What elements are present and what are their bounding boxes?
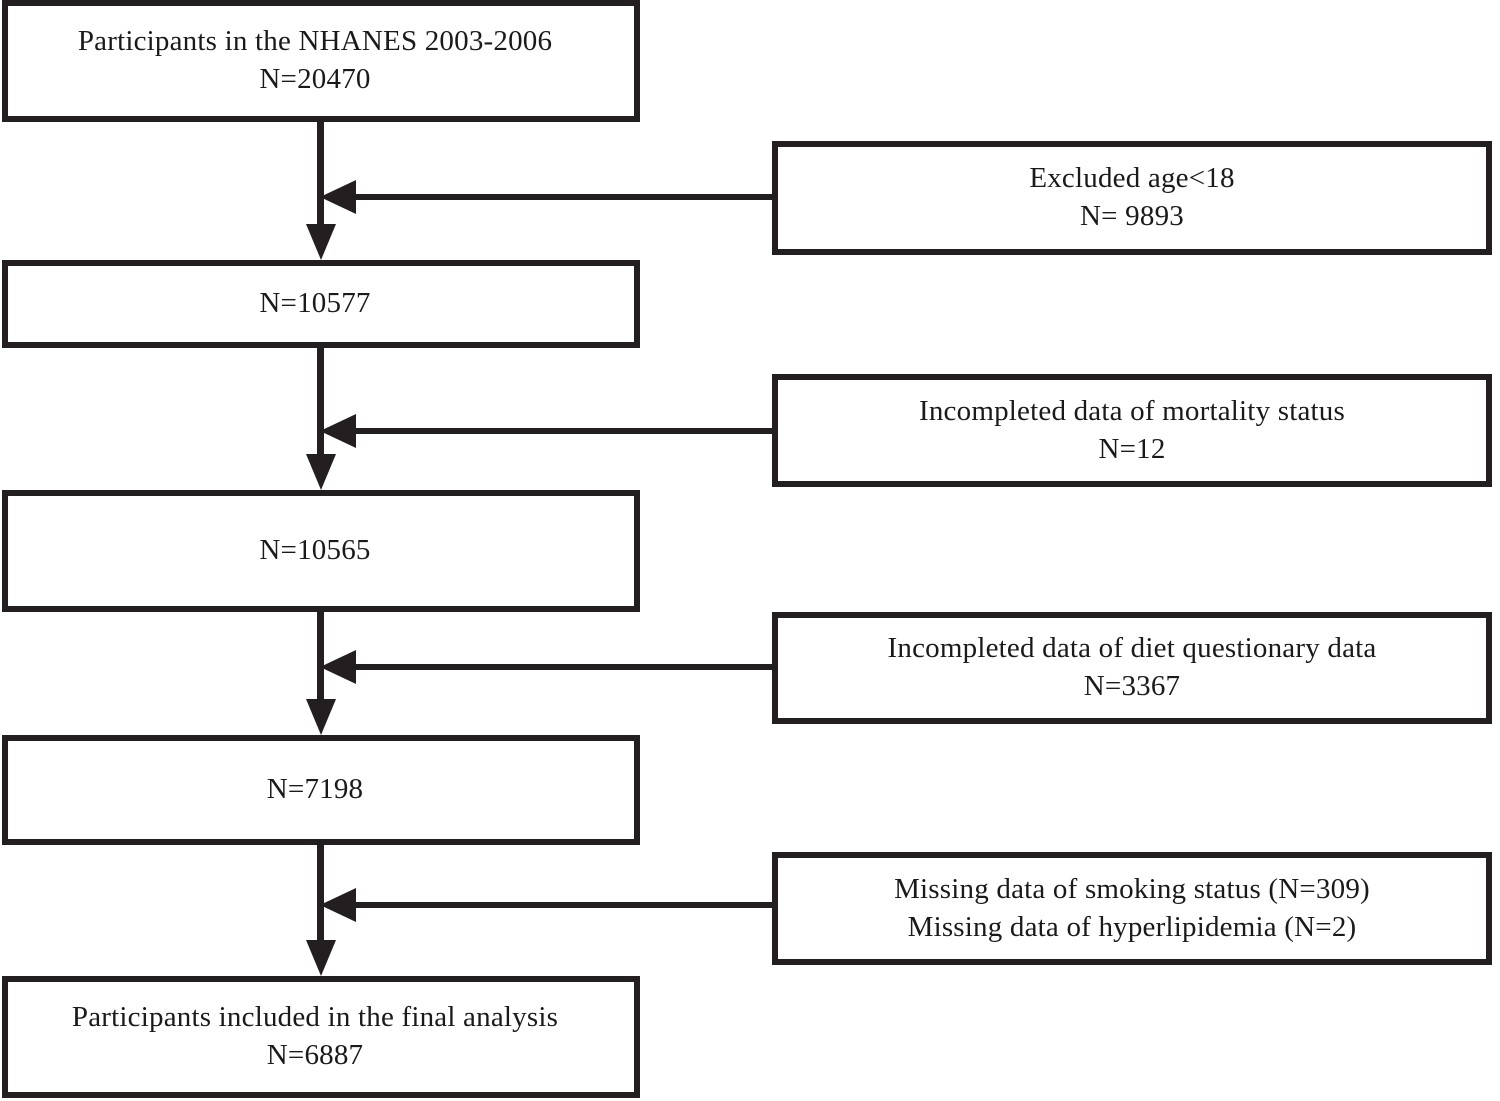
connector-vertical-stem-2 <box>317 348 324 456</box>
node-line: Missing data of smoking status (N=309) <box>894 872 1370 905</box>
arrowhead-left-icon-2 <box>320 414 356 448</box>
flow-node-excluded-diet: Incompleted data of diet questionary dat… <box>772 612 1492 724</box>
node-line: Incompleted data of mortality status <box>919 394 1345 427</box>
node-line: Excluded age<18 <box>1029 162 1235 195</box>
node-line-count: N=12 <box>1098 432 1166 465</box>
arrowhead-down-icon-3 <box>306 699 336 735</box>
node-text-stack: N=10577 <box>259 285 370 323</box>
connector-vertical-stem-1 <box>317 122 324 227</box>
node-line-count: N=3367 <box>1083 670 1181 702</box>
flow-node-after-age-exclusion: N=10577 <box>2 260 640 348</box>
node-line-count: N=20470 <box>259 63 371 95</box>
node-text-stack: Missing data of smoking status (N=309) M… <box>894 871 1370 946</box>
node-line-count: N=10577 <box>259 287 371 320</box>
node-line-count: N= 9893 <box>1080 200 1184 232</box>
node-text-stack: N=7198 <box>267 771 364 809</box>
node-line-count: N=6887 <box>266 1039 364 1071</box>
arrowhead-left-icon-4 <box>320 888 356 922</box>
flow-node-after-diet-exclusion: N=7198 <box>2 735 640 845</box>
arrowhead-down-icon-1 <box>306 224 336 260</box>
node-text-stack: Incompleted data of mortality status N=1… <box>919 393 1345 468</box>
node-line: Participants included in the final analy… <box>71 1001 559 1034</box>
flow-node-final-analysis: Participants included in the final analy… <box>2 976 640 1098</box>
arrowhead-down-icon-2 <box>306 454 336 490</box>
connector-horizontal-line-2 <box>356 428 776 434</box>
arrowhead-down-icon-4 <box>306 940 336 976</box>
flow-node-excluded-age: Excluded age<18 N= 9893 <box>772 141 1492 255</box>
flow-node-after-mortality-exclusion: N=10565 <box>2 490 640 612</box>
connector-horizontal-line-1 <box>356 194 776 200</box>
arrowhead-left-icon-1 <box>320 180 356 214</box>
node-text-stack: Incompleted data of diet questionary dat… <box>888 630 1377 705</box>
node-line: Missing data of hyperlipidemia (N=2) <box>907 910 1357 943</box>
arrowhead-left-icon-3 <box>320 650 356 684</box>
flow-node-excluded-smoking-hyperlipidemia: Missing data of smoking status (N=309) M… <box>772 852 1492 965</box>
node-line: Incompleted data of diet questionary dat… <box>887 632 1377 665</box>
flow-node-excluded-mortality: Incompleted data of mortality status N=1… <box>772 374 1492 487</box>
connector-horizontal-line-4 <box>356 902 776 908</box>
node-line-count: N=7198 <box>266 773 364 806</box>
node-line-count: N=10565 <box>259 534 371 567</box>
node-text-stack: Excluded age<18 N= 9893 <box>1029 160 1234 235</box>
node-text-stack: N=10565 <box>259 532 370 570</box>
node-text-stack: Participants included in the final analy… <box>72 999 558 1074</box>
flow-node-participants-nhanes: Participants in the NHANES 2003-2006 N=2… <box>2 0 640 122</box>
node-line: Participants in the NHANES 2003-2006 <box>77 25 553 58</box>
connector-horizontal-line-3 <box>356 664 776 670</box>
node-text-stack: Participants in the NHANES 2003-2006 N=2… <box>78 23 552 98</box>
